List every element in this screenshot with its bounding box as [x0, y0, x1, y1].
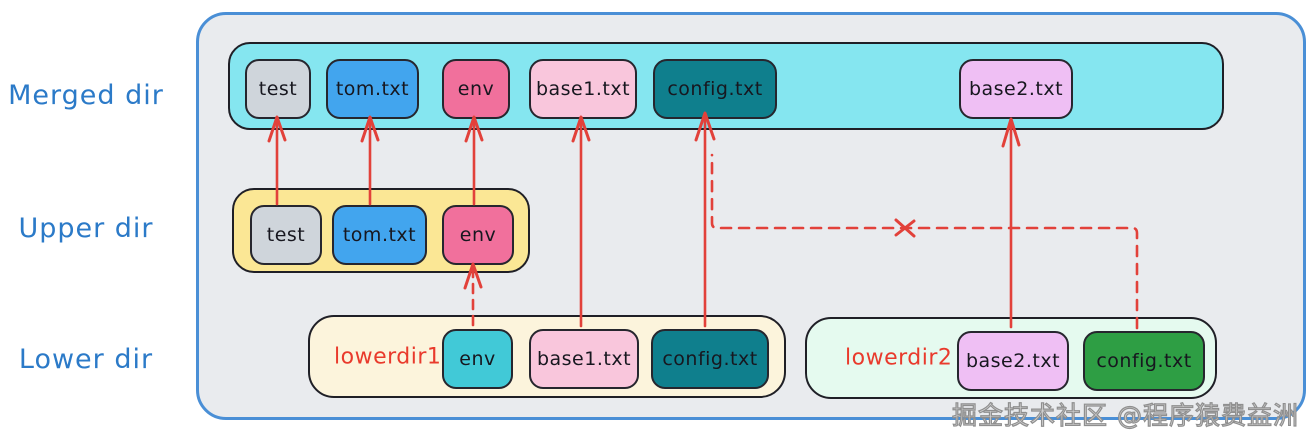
file-box-merged-env: env: [442, 59, 510, 119]
file-box-upper-env: env: [442, 205, 514, 265]
file-box-merged-config: config.txt: [653, 59, 777, 119]
file-box-upper-tom: tom.txt: [332, 205, 427, 265]
file-box-lowerdir2-base2: base2.txt: [957, 331, 1069, 391]
merged-dir-container: test tom.txt env base1.txt config.txt ba…: [228, 42, 1224, 130]
file-box-merged-base1: base1.txt: [529, 59, 637, 119]
row-label-lower-dir: Lower dir: [18, 344, 154, 375]
lowerdir2-container: lowerdir2 base2.txt config.txt: [805, 317, 1217, 399]
upper-dir-container: test tom.txt env: [232, 188, 530, 273]
file-box-merged-test: test: [245, 59, 311, 119]
row-label-merged-dir: Merged dir: [8, 80, 164, 111]
file-box-upper-test: test: [250, 205, 322, 265]
file-box-lowerdir1-base1: base1.txt: [529, 329, 639, 389]
lowerdir1-label: lowerdir1: [334, 344, 442, 369]
file-box-lowerdir2-config: config.txt: [1083, 331, 1205, 391]
lowerdir2-label: lowerdir2: [845, 345, 953, 371]
watermark: 掘金技术社区 @程序猿费益洲: [951, 400, 1299, 430]
row-label-upper-dir: Upper dir: [18, 213, 154, 244]
file-box-lowerdir1-env: env: [442, 329, 513, 389]
file-box-merged-tom: tom.txt: [326, 59, 419, 119]
lowerdir1-container: lowerdir1 env base1.txt config.txt: [308, 315, 786, 398]
file-box-lowerdir1-config: config.txt: [651, 329, 769, 389]
file-box-merged-base2: base2.txt: [959, 59, 1073, 119]
